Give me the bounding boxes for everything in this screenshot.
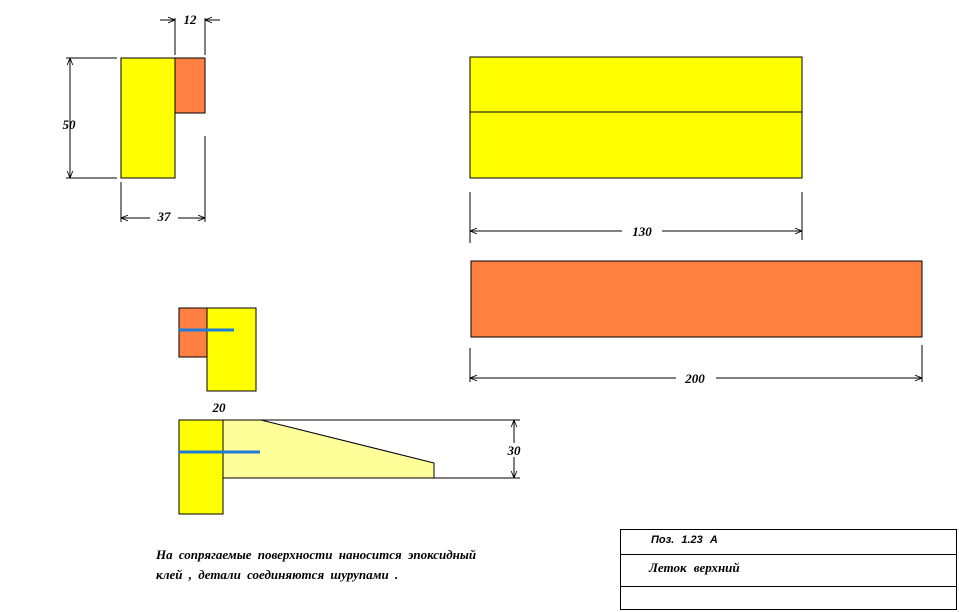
part-name: Леток верхний <box>649 560 740 575</box>
note-line-2: клей , детали соединяются шурупами . <box>156 567 399 582</box>
dimension-label-37: 37 <box>157 209 172 224</box>
bracket-view: 30 <box>178 419 525 515</box>
dimension-label-12: 12 <box>184 12 198 27</box>
yellow-plank <box>469 56 803 179</box>
dimension-label-200: 200 <box>684 371 705 386</box>
assembly-note: На сопрягаемые поверхности наносится эпо… <box>156 545 556 585</box>
dimension-label-50: 50 <box>63 117 77 132</box>
title-block-row-2: Леток верхний <box>621 554 956 587</box>
yellow-block-assembly <box>206 307 257 392</box>
dimension-label-20: 20 <box>212 400 227 415</box>
yellow-post <box>178 419 224 515</box>
position-number: Поз. 1.23 А <box>651 534 718 546</box>
title-block: Поз. 1.23 А Леток верхний <box>620 529 957 610</box>
bracket-wedge <box>222 419 435 479</box>
dimension-label-30: 30 <box>507 443 522 458</box>
yellow-bar-section <box>120 57 176 179</box>
note-line-1: На сопрягаемые поверхности наносится эпо… <box>156 547 477 562</box>
title-block-row-1: Поз. 1.23 А <box>621 530 956 555</box>
orange-block-assembly <box>178 307 208 358</box>
profile-section: 12 50 37 <box>63 12 220 224</box>
orange-plank-view: 200 <box>469 260 923 386</box>
orange-strip-section <box>174 57 206 114</box>
assembly-section: 20 <box>178 307 257 415</box>
dimension-label-130: 130 <box>632 224 652 239</box>
yellow-plank-view: 130 <box>469 56 803 243</box>
orange-plank <box>470 260 923 338</box>
